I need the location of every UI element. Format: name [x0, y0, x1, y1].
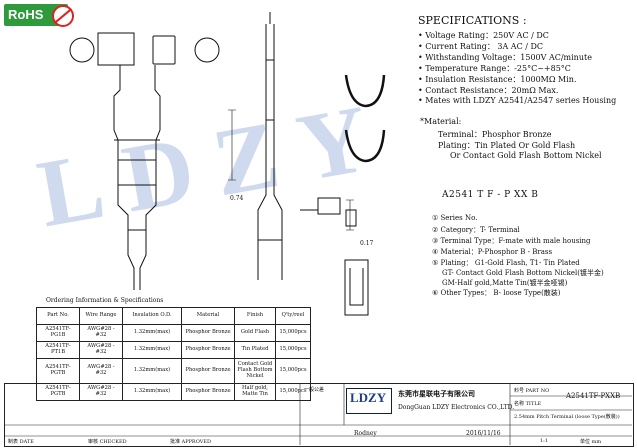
- cell: 1.32mm(max): [122, 383, 182, 401]
- cell: AWG#28 - #32: [79, 341, 123, 359]
- cell: Tin Plated: [234, 341, 276, 359]
- part-number-item: GT- Contact Gold Flash Bottom Nickel(镀半金…: [442, 269, 604, 277]
- column-header: Wire Range: [79, 307, 123, 325]
- cell: Contact Gold Flash Bottom Nickel: [234, 358, 276, 384]
- part-number-item: ⑤ Plating： G1-Gold Flash, T1- Tin Plated: [432, 259, 580, 267]
- specifications-title: SPECIFICATIONS :: [418, 14, 527, 27]
- cell: Phosphor Bronze: [181, 324, 235, 342]
- spec-item: Mates with LDZY A2541/A2547 series Housi…: [418, 96, 616, 105]
- spec-item: Current Rating： 3A AC / DC: [418, 41, 543, 52]
- cell: 1.32mm(max): [122, 341, 182, 359]
- units-label: 单位 mm: [580, 439, 602, 445]
- ordering-table: Part No. Wire Range Insulation O.D. Mate…: [36, 307, 311, 401]
- logo-text: LDZY: [350, 390, 387, 405]
- cell: A2541TF-PG1B: [36, 324, 80, 342]
- cell: 1.32mm(max): [122, 324, 182, 342]
- part-number-item: ② Category：T- Terminal: [432, 226, 520, 234]
- approved-label: 批准 APPROVED: [170, 439, 211, 445]
- spec-item: Insulation Resistance：1000MΩ Min.: [418, 74, 576, 85]
- column-header: Part No.: [36, 307, 80, 325]
- side-view-terminal: [257, 12, 283, 280]
- spec-item: Voltage Rating：250V AC / DC: [418, 30, 549, 41]
- dimension-label: 0.74: [230, 195, 244, 202]
- spec-item: Contact Resistance：20mΩ Max.: [418, 85, 558, 96]
- table-row: A2541TF-PT1B AWG#28 - #32 1.32mm(max) Ph…: [36, 341, 311, 359]
- cell: 15,000pcs: [275, 341, 311, 359]
- title-label: 名称 TITLE: [514, 401, 542, 407]
- cell: Phosphor Bronze: [181, 358, 235, 384]
- cell: Half gold, Matte Tin: [234, 383, 276, 401]
- date-label: 制表 DATE: [8, 439, 34, 445]
- cell: 15,000pcs: [275, 383, 311, 401]
- cell: AWG#28 - #32: [79, 358, 123, 384]
- cell: AWG#28 - #32: [79, 383, 123, 401]
- no-sign-icon: [52, 5, 74, 27]
- part-number-item: ⑥ Other Types： B- loose Type(散装): [432, 289, 561, 297]
- table-row: A2541TF-PG1B AWG#28 - #32 1.32mm(max) Ph…: [36, 324, 311, 342]
- top-view-terminal: [69, 32, 220, 290]
- cell: A2541TF-PT1B: [36, 341, 80, 359]
- part-number-item: ③ Terminal Type：F-mate with male housing: [432, 237, 591, 245]
- column-header: Material: [181, 307, 235, 325]
- part-number-code: A2541 T F - P XX B: [442, 190, 539, 200]
- table-row: A2541TF-PGTB AWG#28 - #32 1.32mm(max) Ph…: [36, 383, 311, 401]
- rohs-text: RoHS: [8, 7, 44, 22]
- cell: 1.32mm(max): [122, 358, 182, 384]
- part-number-item: ④ Material：P-Phosphor B - Brass: [432, 248, 553, 256]
- material-line: Or Contact Gold Flash Bottom Nickel: [450, 151, 602, 160]
- title-block: [4, 383, 634, 447]
- cell: AWG#28 - #32: [79, 324, 123, 342]
- spec-item: Temperature Range：-25°C~+85°C: [418, 63, 571, 74]
- cell: Gold Flash: [234, 324, 276, 342]
- date-value: 2016/11/16: [466, 430, 501, 437]
- part-number-item: ① Series No.: [432, 214, 478, 222]
- material-line: Plating：Tin Plated Or Gold Flash: [438, 141, 576, 150]
- drawn-by: Rodney: [354, 430, 377, 437]
- company-name-cn: 东莞市星联电子有限公司: [398, 389, 475, 398]
- part-no-label: 料号 PART NO: [514, 388, 550, 394]
- dimension-label: 0.17: [360, 240, 374, 247]
- column-header: Finish: [234, 307, 276, 325]
- material-title: *Material:: [420, 117, 462, 126]
- company-name-en: DongGuan LDZY Electronics CO.,LTD.: [398, 404, 515, 411]
- cell: 15,000pcs: [275, 324, 311, 342]
- table-row: A2541TF-PGTB AWG#28 - #32 1.32mm(max) Ph…: [36, 358, 311, 384]
- tolerance-title: 一般公差: [304, 387, 325, 393]
- spec-item: Withstanding Voltage：1500V AC/minute: [418, 52, 592, 63]
- part-no-value: A2541TF-PXXB: [566, 392, 621, 400]
- part-number-item: GM-Half gold,Matte Tin(镀半金哑锡): [442, 279, 568, 287]
- cell: Phosphor Bronze: [181, 341, 235, 359]
- cell: 15,000pcs: [275, 358, 311, 384]
- material-line: Terminal：Phosphor Bronze: [438, 130, 552, 139]
- cell: A2541TF-PGTB: [36, 358, 80, 384]
- column-header: Q'ty/reel: [275, 307, 311, 325]
- scale-value: 1:1: [540, 438, 549, 444]
- column-header: Insulation O.D.: [122, 307, 182, 325]
- title-value: 2.54mm Pitch Terminal (loose Type(散装)): [514, 414, 620, 420]
- company-logo: [346, 388, 392, 414]
- checked-label: 审核 CHECKED: [88, 439, 127, 445]
- ordering-title: Ordering Information & Specifications: [46, 297, 164, 304]
